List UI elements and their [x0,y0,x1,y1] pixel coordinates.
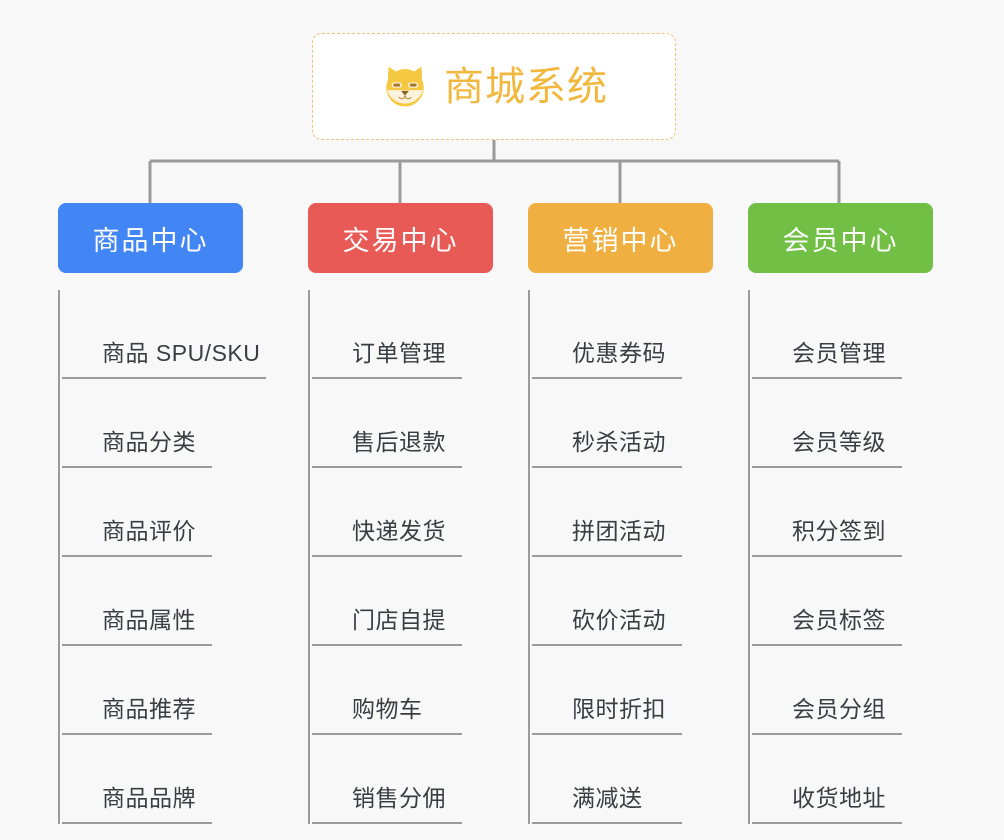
leaf-item[interactable]: 会员等级 [752,379,902,468]
leaf-item[interactable]: 秒杀活动 [532,379,682,468]
leaf-label: 购物车 [352,696,423,722]
leaf-item[interactable]: 拼团活动 [532,468,682,557]
leaf-label: 拼团活动 [572,518,666,544]
branch-column-交易中心: 交易中心 订单管理 售后退款 快递发货 门店自提 购物车 销售分佣 [308,203,493,824]
leaf-label: 会员标签 [792,607,886,633]
leaf-item[interactable]: 商品推荐 [62,646,212,735]
leaf-item[interactable]: 会员标签 [752,557,902,646]
leaf-item[interactable]: 收货地址 [752,735,902,824]
leaf-label: 商品品牌 [102,785,196,811]
leaf-item[interactable]: 会员管理 [752,290,902,379]
leaf-item[interactable]: 积分签到 [752,468,902,557]
leaf-label: 商品评价 [102,518,196,544]
leaf-item[interactable]: 商品评价 [62,468,212,557]
leaf-label: 会员管理 [792,340,886,366]
leaf-label: 商品推荐 [102,696,196,722]
leaf-item[interactable]: 销售分佣 [312,735,462,824]
leaf-item[interactable]: 商品 SPU/SKU [62,290,267,379]
leaf-item[interactable]: 购物车 [312,646,462,735]
leaf-item[interactable]: 砍价活动 [532,557,682,646]
leaf-label: 商品属性 [102,607,196,633]
branch-header-label: 交易中心 [342,225,459,256]
branch-header-0[interactable]: 商品中心 [58,203,243,273]
leaf-list-1: 订单管理 售后退款 快递发货 门店自提 购物车 销售分佣 [308,290,493,824]
leaf-label: 商品 SPU/SKU [102,340,261,366]
leaf-label: 收货地址 [792,785,886,811]
leaf-label: 优惠券码 [572,340,666,366]
leaf-label: 会员等级 [792,429,886,455]
leaf-label: 会员分组 [792,696,886,722]
leaf-item[interactable]: 售后退款 [312,379,462,468]
leaf-list-0: 商品 SPU/SKU 商品分类 商品评价 商品属性 商品推荐 商品品牌 [58,290,267,824]
root-node[interactable]: 商城系统 [312,33,676,140]
leaf-item[interactable]: 商品品牌 [62,735,212,824]
leaf-label: 快递发货 [352,518,446,544]
leaf-label: 门店自提 [352,607,446,633]
branch-header-3[interactable]: 会员中心 [748,203,933,273]
branch-header-2[interactable]: 营销中心 [528,203,713,273]
branch-header-1[interactable]: 交易中心 [308,203,493,273]
leaf-item[interactable]: 商品分类 [62,379,212,468]
leaf-item[interactable]: 商品属性 [62,557,212,646]
leaf-item[interactable]: 快递发货 [312,468,462,557]
leaf-list-2: 优惠券码 秒杀活动 拼团活动 砍价活动 限时折扣 满减送 [528,290,713,824]
leaf-label: 满减送 [572,785,643,811]
leaf-item[interactable]: 会员分组 [752,646,902,735]
leaf-label: 限时折扣 [572,696,666,722]
leaf-item[interactable]: 门店自提 [312,557,462,646]
branch-header-label: 会员中心 [782,225,899,256]
leaf-label: 砍价活动 [572,607,666,633]
root-title: 商城系统 [444,64,608,109]
leaf-label: 销售分佣 [352,785,446,811]
leaf-label: 商品分类 [102,429,196,455]
branch-column-商品中心: 商品中心 商品 SPU/SKU 商品分类 商品评价 商品属性 商品推荐 商品品牌 [58,203,267,824]
shiba-dog-face-icon [386,66,424,107]
branch-header-label: 营销中心 [562,225,679,256]
leaf-label: 积分签到 [792,518,886,544]
leaf-item[interactable]: 优惠券码 [532,290,682,379]
leaf-label: 秒杀活动 [572,429,666,455]
leaf-item[interactable]: 限时折扣 [532,646,682,735]
leaf-item[interactable]: 订单管理 [312,290,462,379]
branch-column-营销中心: 营销中心 优惠券码 秒杀活动 拼团活动 砍价活动 限时折扣 满减送 [528,203,713,824]
leaf-item[interactable]: 满减送 [532,735,682,824]
branch-header-label: 商品中心 [92,225,209,256]
leaf-label: 订单管理 [352,340,446,366]
leaf-label: 售后退款 [352,429,446,455]
leaf-list-3: 会员管理 会员等级 积分签到 会员标签 会员分组 收货地址 [748,290,933,824]
branch-column-会员中心: 会员中心 会员管理 会员等级 积分签到 会员标签 会员分组 收货地址 [748,203,933,824]
